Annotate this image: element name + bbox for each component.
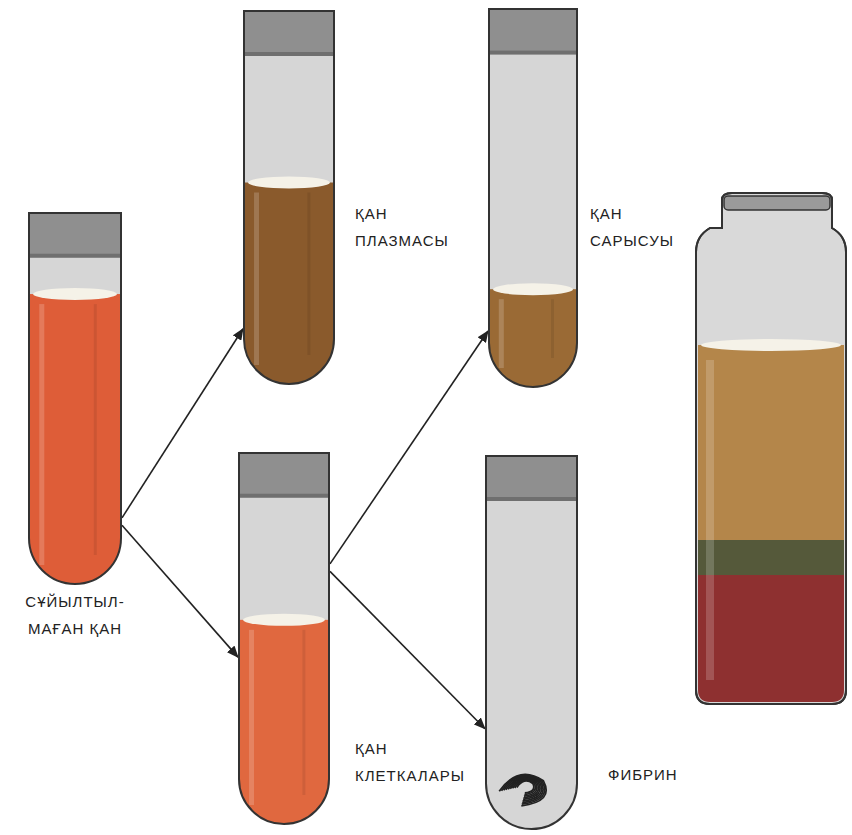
test-tube: ҚАН ПЛАЗМАСЫ bbox=[243, 10, 335, 385]
tube-label: ҚАН ПЛАЗМАСЫ bbox=[355, 200, 467, 254]
tube-label-box: ҚАН ПЛАЗМАСЫ bbox=[355, 200, 467, 254]
arrow bbox=[122, 525, 238, 657]
test-tube: ҚАН САРЫСУЫ bbox=[488, 8, 578, 388]
arrow bbox=[122, 329, 243, 518]
tube-label-box: ҚАН КЛЕТКАЛАРЫ bbox=[355, 735, 495, 789]
tube-label: ҚАН САРЫСУЫ bbox=[590, 200, 702, 254]
test-tube: СҰЙЫЛТЫЛ- МАҒАН ҚАН bbox=[28, 212, 122, 585]
tube-label: ҚАН КЛЕТКАЛАРЫ bbox=[355, 735, 495, 789]
tube-label-box: ФИБРИН bbox=[608, 761, 728, 788]
tube-drawing bbox=[28, 212, 122, 585]
tube-drawing bbox=[243, 10, 335, 385]
tube-drawing bbox=[238, 452, 330, 825]
tube-label-box: ҚАН САРЫСУЫ bbox=[590, 200, 702, 254]
tube-label-box: СҰЙЫЛТЫЛ- МАҒАН ҚАН bbox=[6, 588, 144, 642]
arrow bbox=[330, 571, 485, 728]
tube-drawing bbox=[488, 8, 578, 388]
settled-blood-jar bbox=[696, 193, 846, 704]
tube-drawing bbox=[485, 455, 578, 830]
test-tube: ҚАН КЛЕТКАЛАРЫ bbox=[238, 452, 330, 825]
tube-label: СҰЙЫЛТЫЛ- МАҒАН ҚАН bbox=[6, 588, 144, 642]
test-tube: ФИБРИН bbox=[485, 455, 578, 830]
arrow bbox=[330, 331, 488, 564]
tube-label: ФИБРИН bbox=[608, 761, 728, 788]
